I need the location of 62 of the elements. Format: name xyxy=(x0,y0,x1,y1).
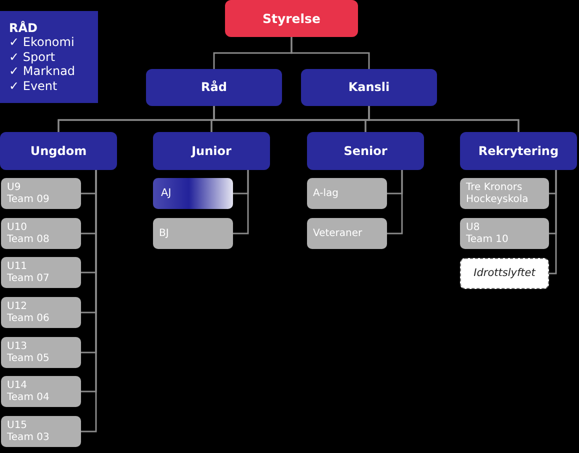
box-label: BJ xyxy=(159,228,169,240)
box-label: Rekrytering xyxy=(478,144,559,158)
team-box xyxy=(307,218,387,249)
project-box xyxy=(460,258,549,289)
legend-panel xyxy=(0,11,98,103)
box-label: Team 09 xyxy=(7,194,50,206)
box-label: Team 04 xyxy=(7,392,50,404)
team-box xyxy=(153,218,233,249)
team-box xyxy=(153,178,233,209)
box-label: Senior xyxy=(344,144,388,158)
box-label: Idrottslyftet xyxy=(474,267,536,280)
team-box xyxy=(1,218,81,249)
team-box xyxy=(1,416,81,447)
box-label: Team 05 xyxy=(7,352,50,364)
connector-line xyxy=(368,106,520,132)
connector-line xyxy=(233,170,249,234)
department-box xyxy=(0,132,117,170)
box-label: A-lag xyxy=(313,188,338,200)
department-box xyxy=(301,69,437,106)
box-label: U9 xyxy=(7,182,21,194)
team-box xyxy=(307,178,387,209)
box-label: Veteraner xyxy=(313,228,362,240)
box-label: Team 06 xyxy=(7,312,50,324)
box-label: Ungdom xyxy=(30,144,87,158)
box-label: Tre Kronors Hockeyskola xyxy=(466,182,530,206)
box-label: Råd xyxy=(201,80,227,95)
connector-line xyxy=(549,170,557,274)
box-label: U14 xyxy=(7,380,28,392)
box-label: Kansli xyxy=(348,80,390,95)
board-box xyxy=(225,0,358,37)
box-label: U8 xyxy=(466,222,480,234)
box-label: Team 07 xyxy=(7,272,50,284)
box-label: Junior xyxy=(192,144,232,158)
list-item: ✓ Marknad xyxy=(9,64,76,79)
team-box xyxy=(1,297,81,328)
team-box xyxy=(1,337,81,368)
department-box xyxy=(153,132,270,170)
team-box xyxy=(1,376,81,407)
box-label: U12 xyxy=(7,300,28,312)
list-item: ✓ Event xyxy=(9,78,58,93)
box-label: U13 xyxy=(7,340,28,352)
team-box xyxy=(1,257,81,288)
connector-line xyxy=(387,170,403,234)
department-box xyxy=(307,132,424,170)
connector-line xyxy=(290,37,370,69)
box-label: Team 03 xyxy=(7,432,50,444)
legend-heading: RÅD xyxy=(9,21,38,36)
box-label: Team 08 xyxy=(7,234,50,246)
team-box xyxy=(460,178,549,209)
box-label: U10 xyxy=(7,222,28,234)
department-box xyxy=(460,132,577,170)
team-box xyxy=(1,178,81,209)
box-label: Team 10 xyxy=(466,234,508,246)
list-item: ✓ Sport xyxy=(9,50,56,64)
team-box xyxy=(460,218,549,249)
department-box xyxy=(146,69,282,106)
box-label: U11 xyxy=(7,260,28,272)
box-label: U15 xyxy=(7,420,28,432)
list-item: ✓ Ekonomi xyxy=(9,35,74,50)
box-label: AJ xyxy=(161,187,172,200)
box-label: Styrelse xyxy=(262,11,320,26)
connector-line xyxy=(81,170,97,432)
